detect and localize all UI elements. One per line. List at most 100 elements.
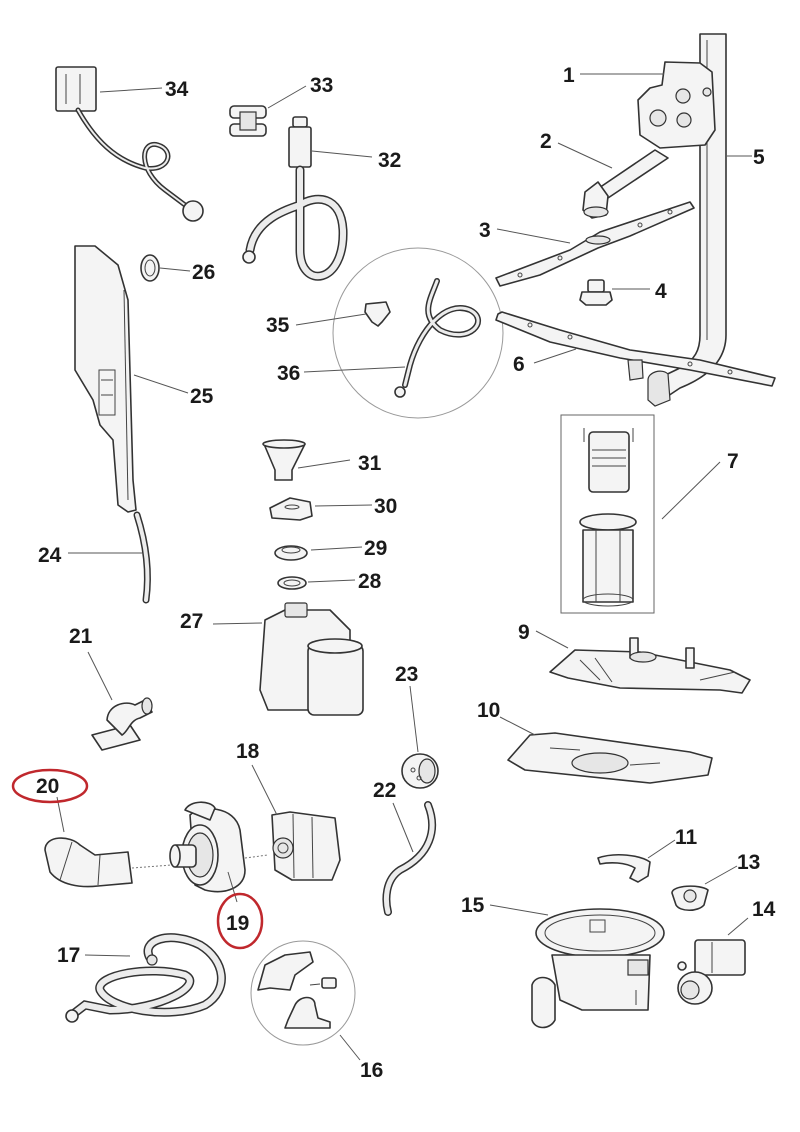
- leader-2: [557, 142, 613, 169]
- part-25-side-panel[interactable]: [74, 245, 137, 513]
- part-33-clamp[interactable]: [229, 105, 267, 137]
- leader-6: [533, 348, 577, 364]
- label-21: 21: [69, 625, 93, 648]
- label-19: 19: [226, 912, 249, 935]
- leader-26: [159, 267, 191, 272]
- part-29-nut[interactable]: [274, 545, 308, 561]
- label-3: 3: [479, 219, 491, 242]
- label-4: 4: [655, 280, 667, 303]
- leader-15: [489, 904, 549, 916]
- leader-17: [84, 954, 131, 957]
- part-4-spray-arm-nut[interactable]: [579, 279, 613, 306]
- part-30-salt-cap[interactable]: [269, 497, 313, 521]
- leader-14: [727, 917, 749, 936]
- part-15-sump[interactable]: [531, 908, 665, 1029]
- part-34-power-cable[interactable]: [55, 66, 204, 222]
- leader-30: [314, 504, 373, 507]
- label-23: 23: [395, 663, 418, 686]
- leader-10: [499, 716, 536, 736]
- leader-7: [661, 461, 721, 520]
- label-30: 30: [374, 495, 397, 518]
- assembly-line-19-18: [244, 854, 269, 859]
- part-32-inlet-hose[interactable]: [242, 116, 348, 281]
- label-16: 16: [360, 1059, 383, 1082]
- leader-9: [535, 630, 569, 649]
- part-19-pump-housing[interactable]: [169, 801, 246, 893]
- leader-34: [99, 87, 163, 93]
- label-27: 27: [180, 610, 203, 633]
- label-1: 1: [563, 64, 575, 87]
- label-25: 25: [190, 385, 214, 408]
- part-16-float-switch-kit[interactable]: [257, 951, 337, 1029]
- part-7-filter-assembly[interactable]: [579, 428, 637, 607]
- part-17-drain-hose[interactable]: [65, 933, 226, 1023]
- part-14-drain-pump[interactable]: [677, 939, 746, 1005]
- part-23-cap[interactable]: [401, 753, 439, 789]
- label-11: 11: [675, 826, 698, 849]
- label-29: 29: [364, 537, 387, 560]
- label-14: 14: [752, 898, 776, 921]
- leader-29: [310, 546, 363, 551]
- label-33: 33: [310, 74, 333, 97]
- leader-32: [311, 150, 373, 158]
- part-36-inlet-hose-kit[interactable]: [394, 278, 481, 398]
- leader-36: [303, 366, 406, 373]
- leader-31: [297, 459, 351, 469]
- part-11-clip[interactable]: [597, 853, 651, 883]
- label-34: 34: [165, 78, 189, 101]
- label-13: 13: [737, 851, 760, 874]
- label-6: 6: [513, 353, 525, 376]
- label-2: 2: [540, 130, 552, 153]
- leader-16: [339, 1034, 361, 1061]
- part-28-gasket[interactable]: [277, 576, 307, 590]
- part-31-funnel[interactable]: [262, 439, 306, 481]
- part-26-cap[interactable]: [140, 254, 160, 282]
- part-2-feed-tube[interactable]: [582, 149, 669, 219]
- part-27-salt-container[interactable]: [259, 602, 364, 716]
- label-32: 32: [378, 149, 401, 172]
- label-7: 7: [727, 450, 739, 473]
- label-22: 22: [373, 779, 396, 802]
- assembly-line-20-19: [131, 864, 173, 869]
- leader-21: [87, 651, 113, 701]
- label-24: 24: [38, 544, 62, 567]
- part-22-small-hose[interactable]: [382, 801, 437, 916]
- part-20-pump-hose[interactable]: [44, 837, 133, 888]
- leader-23: [409, 685, 419, 753]
- leader-28: [307, 579, 356, 583]
- label-9: 9: [518, 621, 530, 644]
- part-6-lower-spray-arm[interactable]: [495, 311, 776, 387]
- group-box-7: [560, 414, 655, 614]
- leader-25: [133, 374, 189, 394]
- label-36: 36: [277, 362, 300, 385]
- part-24-tube[interactable]: [133, 511, 151, 604]
- group-circle-35-36: [332, 247, 504, 419]
- leader-19: [227, 871, 238, 903]
- label-15: 15: [461, 894, 485, 917]
- leader-11: [647, 839, 676, 859]
- label-20: 20: [36, 775, 59, 798]
- part-21-elbow-connector[interactable]: [91, 697, 153, 751]
- label-10: 10: [477, 699, 500, 722]
- part-10-filter-plate[interactable]: [507, 732, 713, 784]
- part-9-filter-support[interactable]: [549, 637, 751, 694]
- part-13-sensor-cap[interactable]: [671, 885, 709, 912]
- label-28: 28: [358, 570, 382, 593]
- leader-18: [251, 764, 278, 816]
- label-18: 18: [236, 740, 260, 763]
- group-circle-16: [250, 940, 356, 1046]
- part-3-upper-spray-arm[interactable]: [495, 201, 695, 287]
- leader-13: [704, 865, 738, 885]
- leader-33: [267, 85, 307, 109]
- part-18-circulation-motor[interactable]: [271, 811, 341, 881]
- label-31: 31: [358, 452, 382, 475]
- highlight-circle-20: [11, 768, 89, 804]
- part-35-valve[interactable]: [364, 301, 391, 327]
- label-5: 5: [753, 146, 765, 169]
- highlight-circle-19: [216, 892, 264, 950]
- label-26: 26: [192, 261, 215, 284]
- part-1-distributor[interactable]: [637, 61, 716, 149]
- label-35: 35: [266, 314, 290, 337]
- leader-27: [212, 622, 263, 625]
